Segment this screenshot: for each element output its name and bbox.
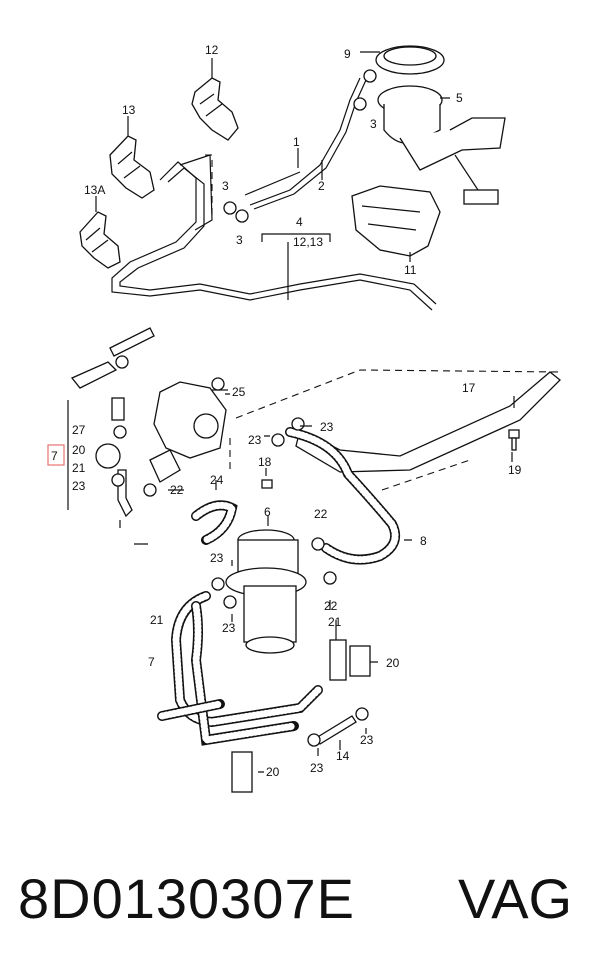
callout-22-b: 22 xyxy=(314,507,328,521)
callout-23-d: 23 xyxy=(210,551,224,565)
bracket-13 xyxy=(109,135,155,199)
callout-4-sub: 12,13 xyxy=(293,235,323,249)
hose-7-lower xyxy=(157,591,323,746)
callout-22-c: 22 xyxy=(324,599,338,613)
callout-3a: 3 xyxy=(370,117,377,131)
callout-23-g: 23 xyxy=(310,761,324,775)
callout-21-right: 21 xyxy=(328,615,342,629)
clip-20-right xyxy=(329,639,371,681)
fuel-filter-6 xyxy=(225,529,307,654)
bracket-13a xyxy=(79,211,121,269)
callout-27: 27 xyxy=(72,423,86,437)
callout-19: 19 xyxy=(508,463,522,477)
bolt-19 xyxy=(508,429,520,451)
fuel-sender-assembly xyxy=(375,45,506,205)
clip-20-bottom xyxy=(231,751,253,793)
hose-group-left xyxy=(67,327,155,518)
callout-23-c: 23 xyxy=(320,420,334,434)
bolt-14 xyxy=(315,715,357,745)
callout-13: 13 xyxy=(122,103,136,117)
callout-22-a: 22 xyxy=(170,483,184,497)
callout-20-right: 20 xyxy=(386,656,400,670)
rail-17 xyxy=(295,371,561,473)
callout-24: 24 xyxy=(210,473,224,487)
exploded-parts-diagram: 1 2 3 3 3 4 12,13 5 6 7 7 8 9 11 12 13 1… xyxy=(47,43,561,793)
callout-18: 18 xyxy=(258,455,272,469)
callout-25: 25 xyxy=(232,385,246,399)
callout-2: 2 xyxy=(318,179,325,193)
callout-11: 11 xyxy=(404,263,417,277)
callout-5: 5 xyxy=(456,91,463,105)
callout-7-upper: 7 xyxy=(51,449,58,463)
callout-17: 17 xyxy=(462,381,476,395)
callout-6: 6 xyxy=(264,505,271,519)
callout-3b: 3 xyxy=(222,179,229,193)
callout-1: 1 xyxy=(293,135,300,149)
callout-23-f: 23 xyxy=(360,733,374,747)
brand-label: VAG xyxy=(458,867,573,930)
callout-9: 9 xyxy=(344,47,351,61)
callout-20-bottom: 20 xyxy=(266,765,280,779)
callout-13a: 13A xyxy=(84,183,105,197)
callout-23-a: 23 xyxy=(72,479,86,493)
callout-8: 8 xyxy=(420,534,427,548)
callout-23-b: 23 xyxy=(248,433,262,447)
callout-23-e: 23 xyxy=(222,621,236,635)
footer: 8D0130307E VAG xyxy=(0,858,600,968)
callout-12: 12 xyxy=(205,43,219,57)
callout-3c: 3 xyxy=(236,233,243,247)
valve-25 xyxy=(149,381,227,483)
callout-14: 14 xyxy=(336,749,350,763)
part-11-cover xyxy=(351,185,441,257)
hose-24 xyxy=(191,500,238,545)
bracket-12 xyxy=(191,77,239,141)
hose-clamps xyxy=(111,69,377,747)
callout-21-left: 21 xyxy=(72,461,86,475)
part-number: 8D0130307E xyxy=(18,867,355,930)
callout-4: 4 xyxy=(296,215,303,229)
callout-7-highlight xyxy=(47,444,65,466)
callout-20-left: 20 xyxy=(72,443,86,457)
hose-8 xyxy=(285,427,400,565)
callout-21-mid: 21 xyxy=(150,613,164,627)
callout-7-lower: 7 xyxy=(148,655,155,669)
